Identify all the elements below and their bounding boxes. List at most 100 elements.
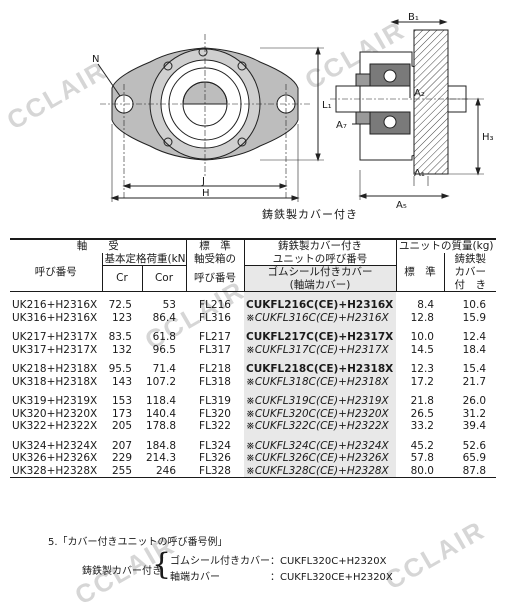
unit-no: CUKFL217C(CE)+H2317X xyxy=(244,331,396,344)
header-standard: 標 準 xyxy=(185,238,244,253)
housing-no: FL317 xyxy=(199,343,231,356)
std-mass: 10.0 xyxy=(410,331,434,343)
std-mass: 80.0 xyxy=(396,464,444,478)
cr-value: 205 xyxy=(111,420,132,432)
asterisk-mark: ※ xyxy=(246,420,255,432)
asterisk-mark: ※ xyxy=(246,452,255,464)
housing-no: FL319 xyxy=(199,395,231,407)
unit-code: CUKFL217C(CE)+H2317X xyxy=(246,331,394,343)
housing-no: FL326 xyxy=(199,452,231,464)
unit-code: CUKFL320C(CE)+H2320X xyxy=(254,407,389,420)
table-row: UK318+H2318X 143 107.2 FL318 ※CUKFL318C(… xyxy=(10,375,496,388)
cr-value: 207 xyxy=(111,439,132,452)
header-cast-mass-3: 付 き xyxy=(443,278,497,292)
cover-mass: 15.4 xyxy=(462,363,487,375)
cover-mass: 52.6 xyxy=(462,439,487,452)
cr-value: 255 xyxy=(102,464,142,478)
cor-value: 246 xyxy=(142,464,186,478)
table-row: UK326+H2326X 229 214.3 FL326 ※CUKFL326C(… xyxy=(10,452,496,465)
header-cast-cover-1: 鋳鉄製カバー付き xyxy=(243,238,396,253)
header-rubber-1: ゴムシール付きカバー xyxy=(243,265,396,279)
header-cor: Cor xyxy=(141,265,186,292)
cor-value: 140.4 xyxy=(145,407,176,420)
label-j: J xyxy=(201,176,205,187)
table-row: UK322+H2322X 205 178.8 FL322 ※CUKFL322C(… xyxy=(10,420,496,433)
bearing-no: UK218+H2318X xyxy=(12,363,98,375)
asterisk-mark: ※ xyxy=(246,343,255,356)
housing-no: FL328 xyxy=(186,464,244,478)
header-call-no: 呼び番号 xyxy=(10,252,102,292)
housing-no: FL322 xyxy=(199,420,231,432)
std-mass: 17.2 xyxy=(410,375,434,388)
cover-mass: 65.9 xyxy=(462,452,487,464)
header-load-rating: 基本定格荷重(kN) xyxy=(101,252,186,266)
bearing-no: UK316+H2316X xyxy=(12,311,98,324)
unit-no: ※CUKFL316C(CE)+H2316X xyxy=(244,311,396,324)
label-h3: H₃ xyxy=(482,132,494,143)
table-row: UK316+H2316X 123 86.4 FL316 ※CUKFL316C(C… xyxy=(10,311,496,324)
cor-value: 214.3 xyxy=(145,452,176,464)
housing-no: FL324 xyxy=(199,439,231,452)
header-cr: Cr xyxy=(101,265,142,292)
unit-code: CUKFL317C(CE)+H2317X xyxy=(254,343,389,356)
asterisk-mark: ※ xyxy=(246,439,255,452)
table-row: UK319+H2319X 153 118.4 FL319 ※CUKFL319C(… xyxy=(10,395,496,408)
header-housing-2: 呼び番号 xyxy=(185,265,244,292)
unit-no: ※CUKFL322C(CE)+H2322X xyxy=(244,420,396,433)
bearing-no: UK322+H2322X xyxy=(12,420,98,432)
unit-code: CUKFL328C(CE)+H2328X xyxy=(254,464,389,477)
housing-no: FL216 xyxy=(199,299,231,311)
label-a2: A₂ xyxy=(414,88,425,99)
bearing-no: UK317+H2317X xyxy=(12,343,98,356)
cor-value: 107.2 xyxy=(145,375,176,388)
header-housing-1: 軸受箱の xyxy=(185,252,244,266)
cover-mass: 18.4 xyxy=(462,343,487,356)
cover-mass: 12.4 xyxy=(462,331,487,343)
cover-mass: 87.8 xyxy=(444,464,497,478)
unit-no: ※CUKFL324C(CE)+H2324X xyxy=(244,439,396,452)
bearing-unit-drawing: N L₁ J H B₁ A₂ H₃ A₇ A₁ A₅ xyxy=(92,12,494,211)
example-item2-label: 軸端カバー xyxy=(170,572,220,583)
label-a5: A₅ xyxy=(396,200,407,211)
label-n: N xyxy=(92,54,99,65)
cor-value: 96.5 xyxy=(152,343,176,356)
cor-value: 61.8 xyxy=(152,331,176,343)
cover-mass: 26.0 xyxy=(462,395,487,407)
unit-no: ※CUKFL319C(CE)+H2319X xyxy=(244,395,396,408)
cr-value: 83.5 xyxy=(108,331,132,343)
example-item1-label: ゴムシール付きカバー xyxy=(170,556,270,567)
table-row: UK320+H2320X 173 140.4 FL320 ※CUKFL320C(… xyxy=(10,407,496,420)
cor-value: 71.4 xyxy=(152,363,176,375)
unit-code: CUKFL322C(CE)+H2322X xyxy=(254,420,389,432)
example-main-label: 鋳鉄製カバー付き xyxy=(82,566,162,577)
std-mass: 21.8 xyxy=(410,395,434,407)
header-cast-mass-2: カバー xyxy=(443,265,497,279)
unit-code: CUKFL319C(CE)+H2319X xyxy=(254,395,389,407)
asterisk-mark: ※ xyxy=(246,464,255,477)
std-mass: 12.3 xyxy=(410,363,434,375)
header-shaft: 軸 受 xyxy=(10,238,186,253)
label-a1: A₁ xyxy=(414,168,425,179)
unit-code: CUKFL218C(CE)+H2318X xyxy=(246,363,394,375)
cor-value: 178.8 xyxy=(145,420,176,432)
asterisk-mark: ※ xyxy=(246,375,255,388)
cover-mass: 15.9 xyxy=(462,311,487,324)
bearing-no: UK216+H2316X xyxy=(12,299,98,311)
housing-no: FL316 xyxy=(199,311,231,324)
unit-no: ※CUKFL317C(CE)+H2317X xyxy=(244,343,396,356)
cr-value: 143 xyxy=(111,375,132,388)
std-mass: 26.5 xyxy=(410,407,434,420)
unit-no: ※CUKFL326C(CE)+H2326X xyxy=(244,452,396,465)
asterisk-mark: ※ xyxy=(246,311,255,324)
unit-code: CUKFL216C(CE)+H2316X xyxy=(246,299,394,311)
cr-value: 72.5 xyxy=(108,299,132,311)
std-mass: 45.2 xyxy=(410,439,434,452)
asterisk-mark: ※ xyxy=(246,407,255,420)
table-row: UK328+H2328X 255 246 FL328 ※CUKFL328C(CE… xyxy=(10,464,497,478)
cover-mass: 31.2 xyxy=(462,407,487,420)
cor-value: 86.4 xyxy=(152,311,176,324)
bearing-no: UK217+H2317X xyxy=(12,331,98,343)
housing-no: FL320 xyxy=(199,407,231,420)
table-row: UK217+H2317X 83.5 61.8 FL217 CUKFL217C(C… xyxy=(10,331,496,344)
unit-no: CUKFL216C(CE)+H2316X xyxy=(244,299,396,312)
